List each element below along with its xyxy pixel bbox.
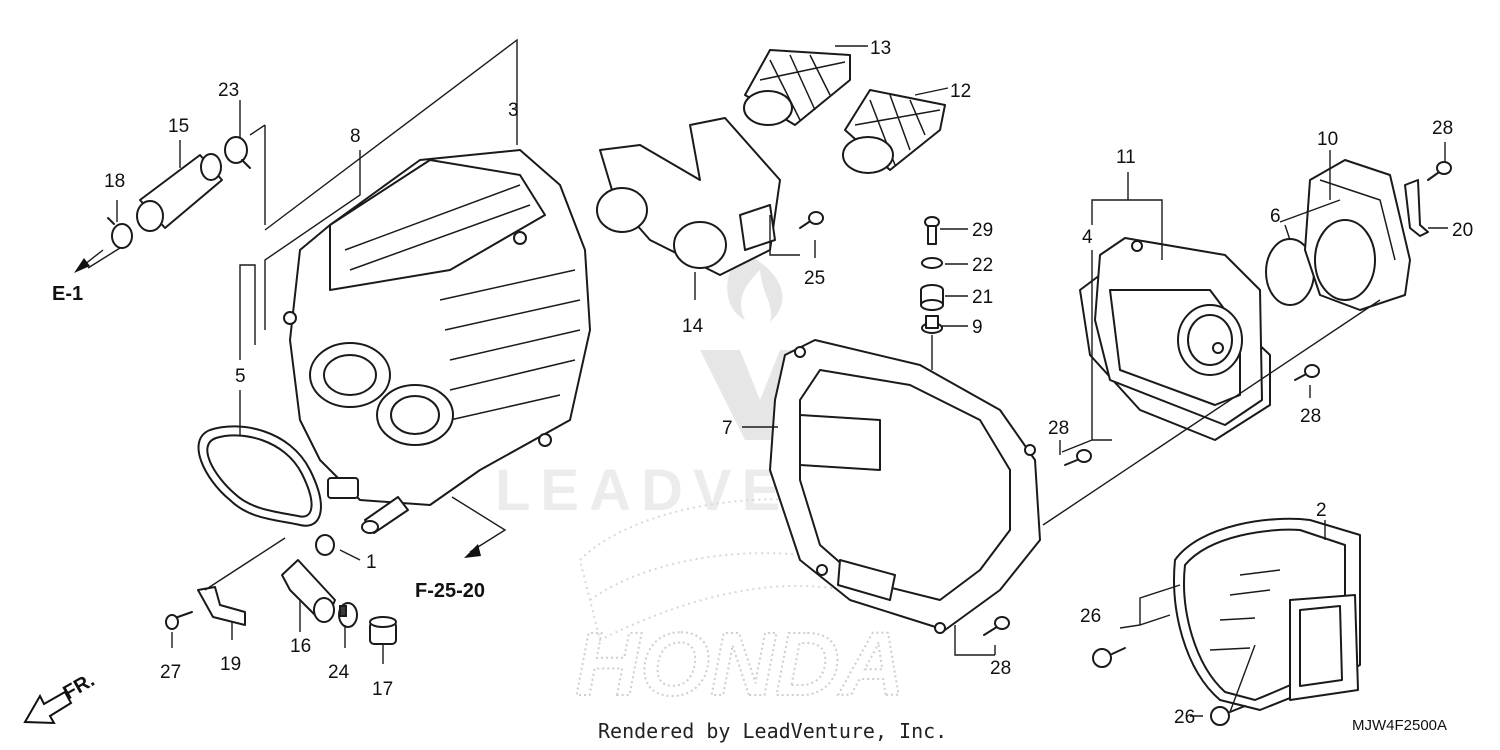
callout-29: 29 (972, 220, 993, 241)
callout-26-upper: 26 (1080, 606, 1101, 627)
bolt-28-left (1064, 449, 1092, 466)
callout-9: 9 (972, 317, 983, 338)
hose-clamp-18 (107, 217, 133, 249)
callout-6: 6 (1270, 206, 1281, 227)
callout-16: 16 (290, 636, 311, 657)
intake-duct (1304, 159, 1411, 311)
bolt-29 (924, 216, 940, 245)
hose-clamp-23 (224, 136, 251, 169)
stay-20 (1404, 179, 1429, 237)
bolt-27 (165, 611, 193, 630)
callout-26-lower: 26 (1174, 707, 1195, 728)
callout-8: 8 (350, 126, 361, 147)
callout-18: 18 (104, 171, 125, 192)
honda-wing-watermark-inner (589, 552, 871, 601)
bolt-28-low (983, 616, 1010, 636)
drain-elbow-end (313, 597, 335, 623)
callout-3: 3 (508, 100, 519, 121)
cover-frame (1094, 237, 1263, 426)
bolt-25 (799, 211, 824, 229)
callout-2: 2 (1316, 500, 1327, 521)
diagram-code: MJW4F2500A (1352, 717, 1447, 734)
drain-tube (136, 153, 223, 232)
intake-housing (596, 117, 781, 276)
callout-27: 27 (160, 662, 181, 683)
stay (197, 586, 246, 626)
collar-9 (921, 315, 943, 334)
arrow-icon (464, 544, 481, 558)
callouts: 1 2 3 4 5 6 7 8 9 10 11 12 13 14 15 16 1… (104, 38, 1473, 728)
callout-12: 12 (950, 81, 971, 102)
arrow-icon (74, 258, 90, 273)
callout-15: 15 (168, 116, 189, 137)
air-filter-element (1173, 517, 1361, 711)
callout-21: 21 (972, 287, 993, 308)
bolt-26-upper (1092, 647, 1126, 668)
front-indicator: FR. (23, 669, 98, 725)
callout-17: 17 (372, 679, 393, 700)
callout-14: 14 (682, 316, 704, 337)
callout-28-low: 28 (990, 658, 1011, 679)
bolt-26-lower (1210, 705, 1246, 726)
funnel-12 (842, 89, 946, 174)
washer-22 (921, 257, 943, 269)
air-cleaner-case (283, 149, 591, 534)
ref-e1-label: E-1 (52, 283, 83, 305)
callout-23: 23 (218, 80, 239, 101)
callout-20: 20 (1452, 220, 1473, 241)
callout-13: 13 (870, 38, 891, 59)
honda-wing-watermark (578, 498, 902, 642)
bolt-28-mid (1294, 364, 1320, 381)
drain-plug (369, 616, 397, 645)
callout-10: 10 (1317, 129, 1338, 150)
leader-lines (87, 38, 1448, 717)
callout-28-left: 28 (1048, 418, 1069, 439)
reference-e1: E-1 (52, 249, 104, 305)
hose-clamp-1 (315, 534, 335, 556)
reference-f2520: F-25-20 (415, 544, 485, 602)
callout-25: 25 (804, 268, 825, 289)
callout-22: 22 (972, 255, 993, 276)
bolt-28-top (1427, 161, 1452, 181)
callout-28-mid: 28 (1300, 406, 1321, 427)
funnel-13 (743, 49, 851, 126)
ref-f2520-label: F-25-20 (415, 580, 485, 602)
callout-7: 7 (722, 418, 733, 439)
callout-4: 4 (1082, 227, 1093, 248)
grommet-21 (920, 284, 944, 311)
callout-19: 19 (220, 654, 241, 675)
clamp-24 (338, 602, 358, 628)
front-arrow-icon (23, 690, 73, 725)
rendered-by: Rendered by LeadVenture, Inc. (598, 719, 947, 743)
air-cleaner-cover (769, 339, 1041, 634)
callout-24: 24 (328, 662, 350, 683)
callout-28-top: 28 (1432, 118, 1453, 139)
callout-1: 1 (366, 552, 377, 573)
watermark-honda: HONDA (575, 615, 905, 715)
callout-5: 5 (235, 366, 246, 387)
callout-11: 11 (1116, 147, 1136, 168)
case-gasket-inner (206, 434, 313, 518)
